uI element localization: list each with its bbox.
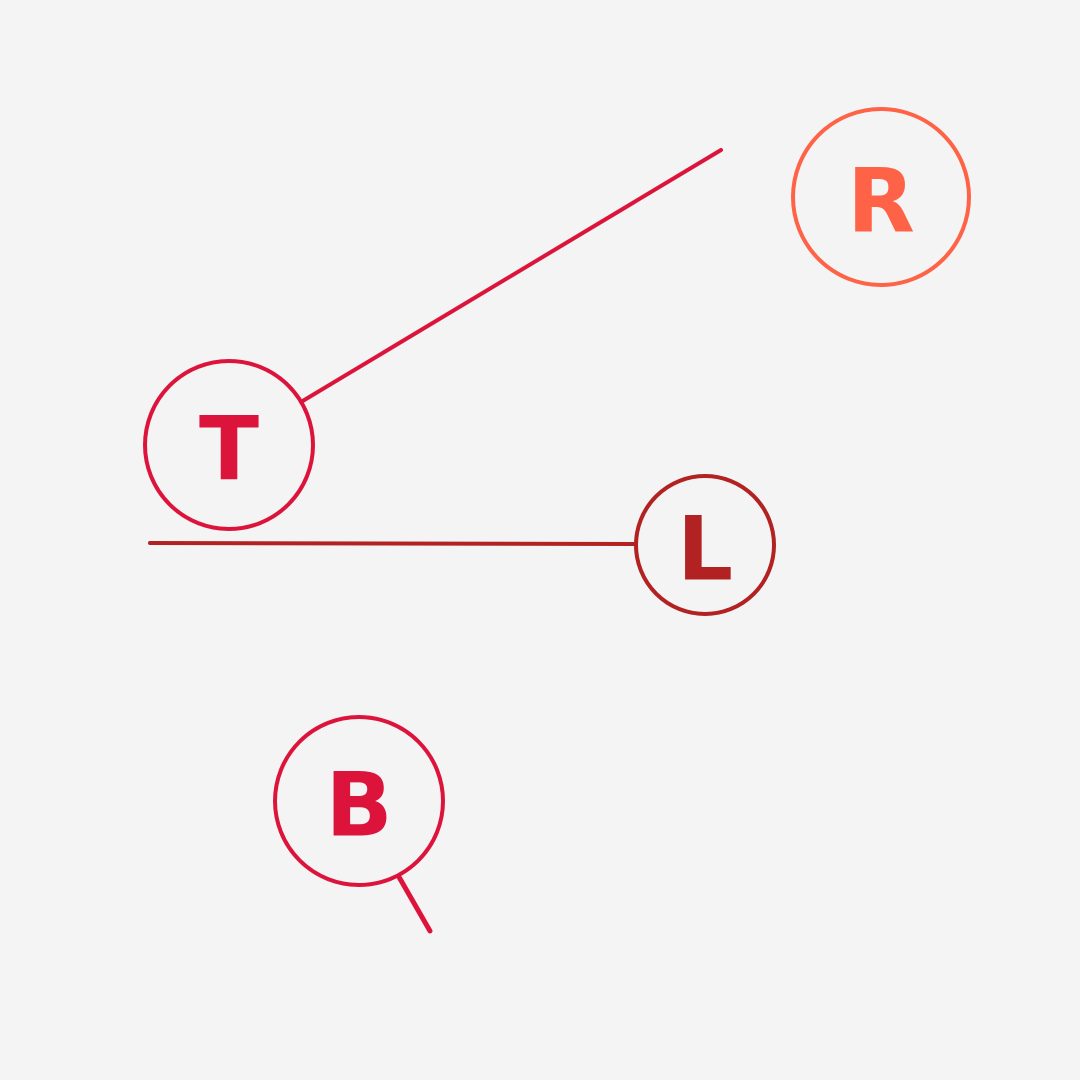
node-r-label: R [847,150,915,253]
node-b-circle [273,715,445,887]
node-t-circle [143,359,315,531]
node-l-circle [634,474,776,616]
node-t-label: T [199,398,259,501]
node-l-label: L [677,498,733,601]
connector-l [148,541,638,546]
node-b-label: B [325,754,392,857]
node-t: T [143,359,315,531]
node-l: L [634,474,776,616]
connector-b [396,874,433,934]
node-b: B [273,715,445,887]
node-r-circle [791,107,971,287]
node-r: R [791,107,971,287]
connector-t [299,148,723,404]
